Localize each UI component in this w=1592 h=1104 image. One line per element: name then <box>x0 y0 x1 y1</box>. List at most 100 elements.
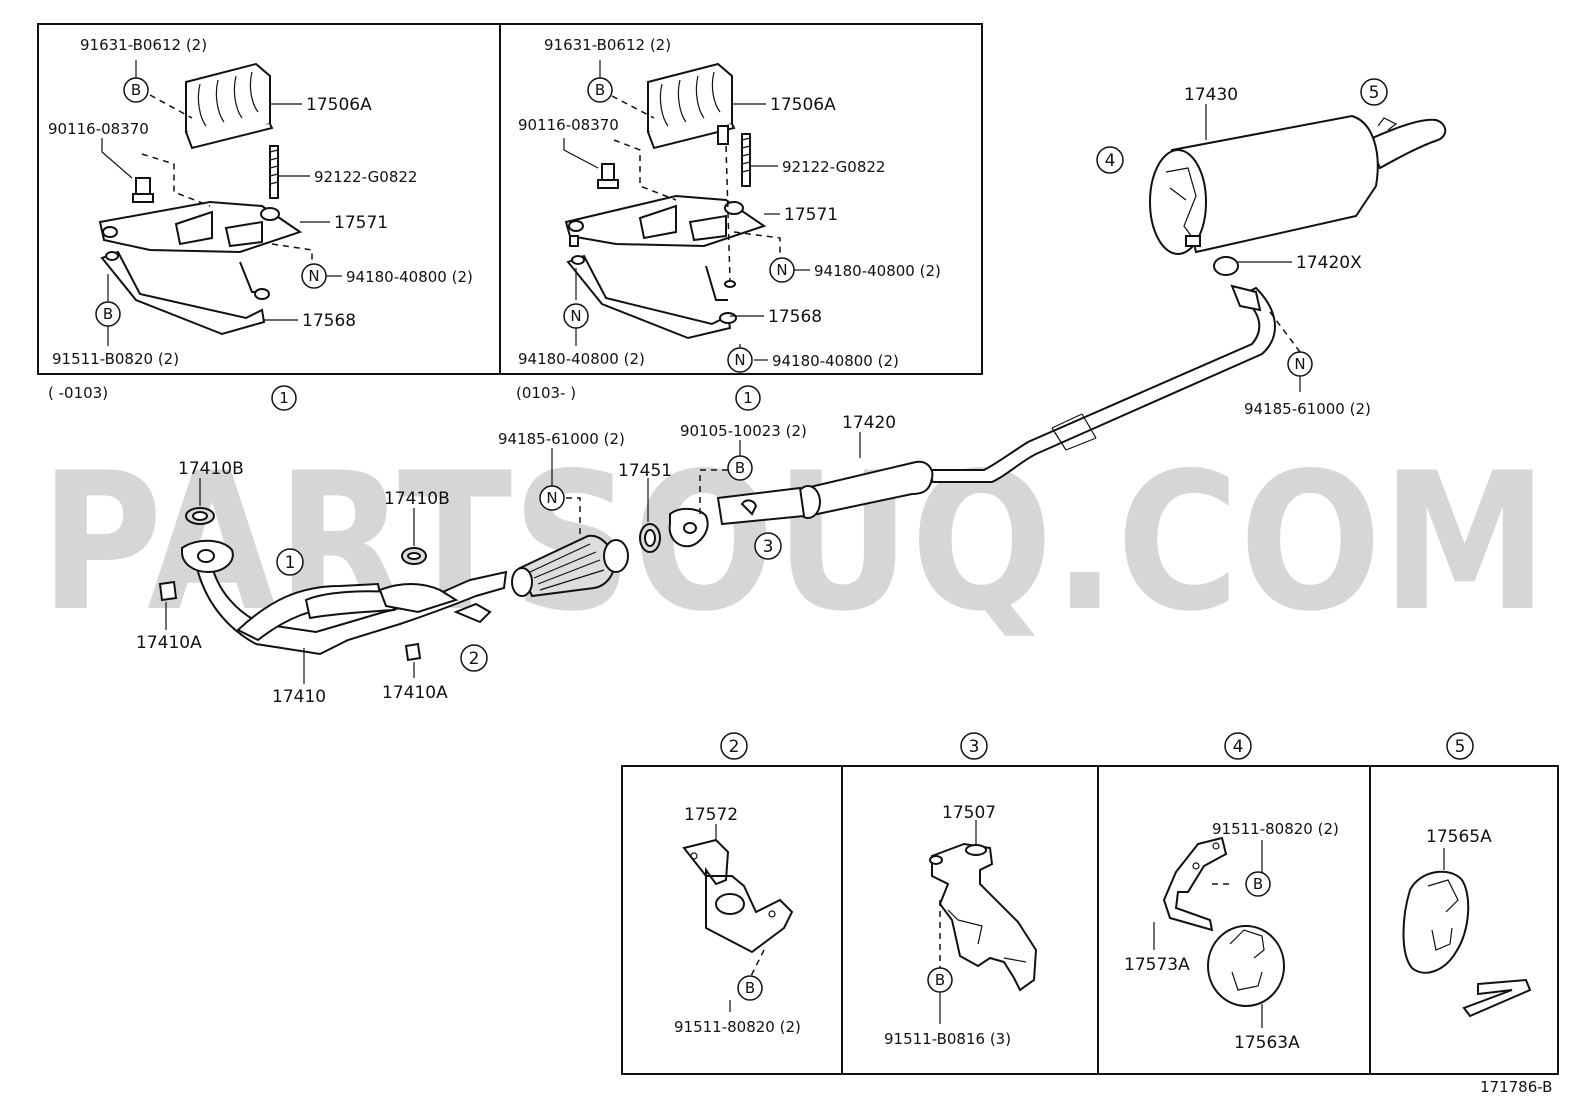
left-stud <box>269 145 279 199</box>
detail-4-bracket-drawing <box>1153 836 1285 1028</box>
left-heat-insulator <box>185 62 274 150</box>
nut-symbol: N <box>769 257 795 283</box>
callout-2: 2 <box>460 644 488 672</box>
detail-2-bolt-label: 91511-80820 (2) <box>674 1018 801 1036</box>
right-upper-bracket-label: 17571 <box>784 205 838 225</box>
callout-2: 2 <box>720 732 748 760</box>
svg-text:N: N <box>570 307 581 325</box>
left-bolt-top-label: 91631-B0612 (2) <box>80 36 207 54</box>
bolt-symbol: B <box>95 301 121 327</box>
svg-text:B: B <box>595 81 605 99</box>
left-nut-label: 94180-40800 (2) <box>346 268 473 286</box>
detail-3-bolt-label: 91511-B0816 (3) <box>884 1030 1011 1048</box>
svg-text:3: 3 <box>969 737 980 757</box>
right-stud <box>741 133 751 187</box>
bolt-symbol: B <box>123 77 149 103</box>
right-nut-bottom-label: 94180-40800 (2) <box>772 352 899 370</box>
exhaust-system-drawing <box>158 104 1447 684</box>
detail-3-bracket-label: 17507 <box>942 803 996 823</box>
gasket-b-label: 17410B <box>384 489 450 509</box>
nut-symbol: N <box>1287 351 1313 377</box>
detail-3-bracket-drawing <box>929 820 1038 1024</box>
svg-text:4: 4 <box>1233 737 1244 757</box>
svg-text:1: 1 <box>285 553 296 573</box>
left-range-label: ( -0103) <box>48 384 108 402</box>
svg-text:N: N <box>1294 355 1305 373</box>
front-exhaust-pipe <box>181 539 508 656</box>
svg-text:B: B <box>735 459 745 477</box>
bolt-symbol: B <box>587 77 613 103</box>
detail-5-support-label: 17565A <box>1426 827 1492 847</box>
middle-pipe <box>931 286 1276 483</box>
bolt-symbol: B <box>927 967 953 993</box>
svg-text:B: B <box>1253 875 1263 893</box>
nut-symbol: N <box>727 347 753 373</box>
svg-text:N: N <box>776 261 787 279</box>
svg-text:N: N <box>546 489 557 507</box>
gasket-a-label: 17410A <box>382 683 448 703</box>
resonator <box>804 460 934 518</box>
right-upper-bracket <box>564 194 767 248</box>
left-upper-bracket <box>98 200 303 254</box>
right-heat-insulator-label: 17506A <box>770 95 836 115</box>
gasket-b-label: 17410B <box>178 459 244 479</box>
tail-gasket <box>1213 256 1239 276</box>
right-variant-drawing <box>563 60 810 361</box>
left-upper-bracket-label: 17571 <box>334 213 388 233</box>
tail-pipe-muffler <box>1149 114 1447 255</box>
svg-text:4: 4 <box>1105 151 1116 171</box>
gasket-a <box>404 642 422 662</box>
detail-frame <box>621 765 1559 1075</box>
callout-1: 1 <box>735 385 761 411</box>
left-stud-label: 92122-G0822 <box>314 168 417 186</box>
center-pipe-label: 17420 <box>842 413 896 433</box>
bolt-symbol: B <box>727 455 753 481</box>
cat-nut-label: 94185-61000 (2) <box>498 430 625 448</box>
callout-3: 3 <box>754 532 782 560</box>
left-side-bolt-label: 90116-08370 <box>48 120 149 138</box>
right-stud-label: 92122-G0822 <box>782 158 885 176</box>
tail-gasket-label: 17420X <box>1296 253 1362 273</box>
center-bolt-label: 90105-10023 (2) <box>680 422 807 440</box>
right-side-bolt-label: 90116-08370 <box>518 116 619 134</box>
tail-pipe-label: 17430 <box>1184 85 1238 105</box>
right-nut-right-label: 94180-40800 (2) <box>814 262 941 280</box>
left-heat-insulator-label: 17506A <box>306 95 372 115</box>
callout-1: 1 <box>276 548 304 576</box>
detail-2-bracket-drawing <box>682 824 794 1012</box>
left-side-bolt <box>132 177 154 203</box>
left-variant-drawing <box>98 60 342 346</box>
right-bolt-top-label: 91631-B0612 (2) <box>544 36 671 54</box>
bolt-symbol: B <box>737 975 763 1001</box>
svg-text:B: B <box>745 979 755 997</box>
left-bolt-bottom-label: 91511-B0820 (2) <box>52 350 179 368</box>
detail-4-support-label: 17563A <box>1234 1033 1300 1053</box>
right-range-label: (0103- ) <box>516 384 576 402</box>
right-lower-bracket-label: 17568 <box>768 307 822 327</box>
callout-3: 3 <box>960 732 988 760</box>
nut-symbol: N <box>301 263 327 289</box>
detail-2-bracket-label: 17572 <box>684 805 738 825</box>
svg-text:1: 1 <box>743 389 753 407</box>
nut-symbol: N <box>539 485 565 511</box>
right-nut-left-label: 94180-40800 (2) <box>518 350 645 368</box>
gasket-a-label: 17410A <box>136 633 202 653</box>
svg-text:N: N <box>734 351 745 369</box>
right-side-bolt <box>597 163 619 189</box>
detail-5-support-drawing <box>1402 848 1532 1018</box>
svg-text:5: 5 <box>1455 737 1466 757</box>
variant-frame <box>37 23 983 375</box>
catalytic-converter <box>511 534 629 598</box>
callout-4: 4 <box>1096 146 1124 174</box>
svg-text:5: 5 <box>1369 83 1380 103</box>
svg-text:B: B <box>103 305 113 323</box>
svg-text:3: 3 <box>763 537 774 557</box>
right-heat-insulator <box>647 62 736 150</box>
tail-nut-label: 94185-61000 (2) <box>1244 400 1371 418</box>
diagram-code: 171786-B <box>1480 1078 1552 1096</box>
gasket-a <box>158 580 178 602</box>
svg-text:N: N <box>308 267 319 285</box>
center-gasket-label: 17451 <box>618 461 672 481</box>
